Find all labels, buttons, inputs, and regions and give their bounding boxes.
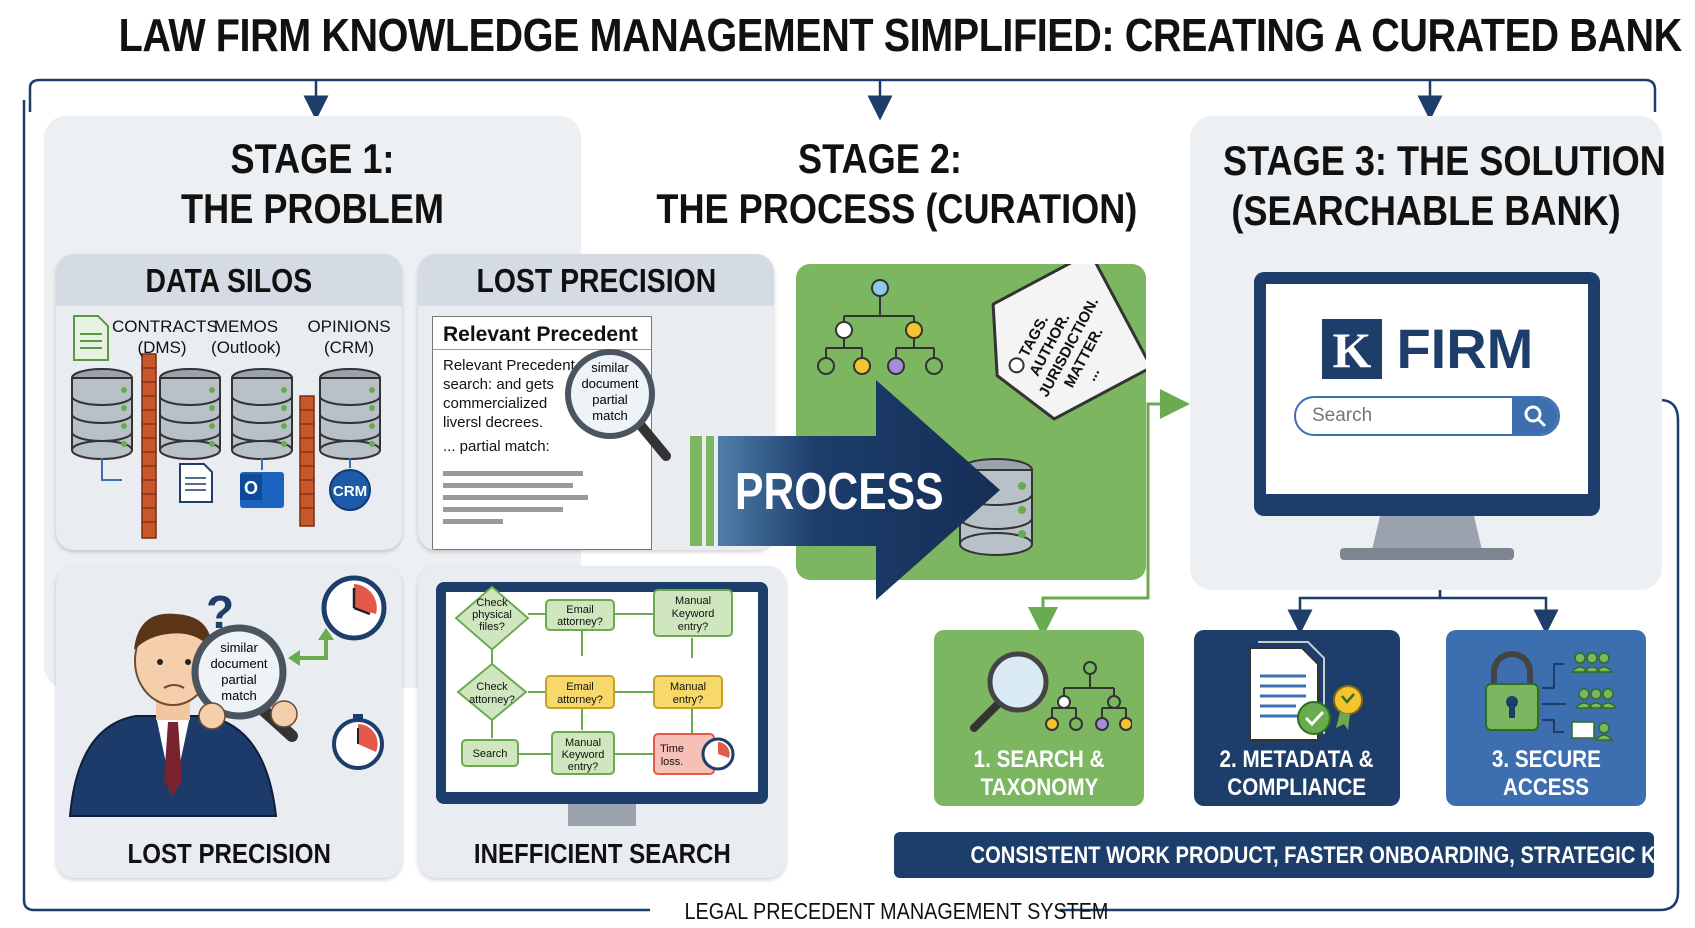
svg-text:Check: Check: [476, 681, 508, 693]
lost-precision-footer: LOST PRECISION: [127, 838, 331, 869]
crm-icon: CRM: [329, 469, 371, 511]
svg-text:document: document: [581, 376, 638, 391]
svg-text:attorney?: attorney?: [557, 694, 603, 706]
database-icon-4: [319, 368, 381, 460]
svg-text:Time: Time: [660, 743, 684, 755]
source-contracts: CONTRACTS(DMS): [112, 317, 218, 357]
svg-text:partial: partial: [592, 392, 628, 407]
svg-text:match: match: [221, 688, 256, 703]
precedent-doc-body: Relevant Precedent search: and gets comm…: [443, 357, 575, 455]
firm-logo: K FIRM: [1322, 316, 1533, 380]
page-title: LAW FIRM KNOWLEDGE MANAGEMENT SIMPLIFIED…: [118, 9, 1683, 61]
svg-text:similar: similar: [220, 640, 258, 655]
stage2-title: STAGE 2: THE PROCESS (CURATION): [656, 135, 1138, 232]
search-input[interactable]: [1310, 398, 1494, 434]
svg-text:entry?: entry?: [678, 621, 709, 633]
data-silos-header: DATA SILOS: [56, 254, 402, 306]
svg-text:files?: files?: [479, 621, 505, 633]
search-bar: [1294, 396, 1560, 436]
svg-text:document: document: [210, 656, 267, 671]
users-icon: [1570, 652, 1618, 741]
clock-icon-2: [332, 714, 384, 770]
svg-text:Email: Email: [566, 681, 594, 693]
clock-icon-1: [321, 575, 387, 641]
svg-text:attorney?: attorney?: [469, 694, 515, 706]
lost-precision-doc-card: LOST PRECISION Relevant Precedent Releva…: [418, 254, 774, 550]
feature-metadata-label: 2. METADATA & COMPLIANCE: [1219, 746, 1375, 801]
process-label: PROCESS: [735, 463, 944, 521]
check-icon: [1297, 701, 1331, 735]
database-icon-3: [231, 368, 293, 460]
stage3-title: STAGE 3: THE SOLUTION (SEARCHABLE BANK): [1223, 137, 1666, 234]
svg-text:physical: physical: [472, 609, 512, 621]
feature-secure-label: 3. SECURE ACCESS: [1491, 746, 1601, 801]
firm-logo-letter: K: [1322, 318, 1382, 379]
firm-logo-text: FIRM: [1396, 317, 1534, 380]
feature-secure-access: 3. SECURE ACCESS: [1446, 630, 1646, 806]
database-icon-2: [159, 368, 221, 460]
inefficient-search-card: Check physical files? Email attorney? Ma…: [418, 566, 786, 878]
metadata-tag-icon: [991, 264, 1146, 421]
svg-text:Email: Email: [566, 604, 594, 616]
svg-text:entry?: entry?: [568, 761, 599, 773]
svg-text:Search: Search: [473, 748, 508, 760]
outlook-icon: O: [240, 472, 284, 508]
svg-text:Keyword: Keyword: [562, 749, 605, 761]
svg-text:loss.: loss.: [661, 756, 684, 768]
feature-metadata-compliance: 2. METADATA & COMPLIANCE: [1194, 630, 1400, 806]
source-opinions: OPINIONS(CRM): [307, 317, 391, 357]
svg-text:Manual: Manual: [670, 681, 706, 693]
blurred-text: [443, 471, 588, 524]
svg-text:Manual: Manual: [675, 595, 711, 607]
lock-icon: [1491, 651, 1533, 684]
data-silos-illustration: O CRM: [71, 315, 381, 539]
search-taxonomy-icon: [970, 651, 1132, 732]
taxonomy-tree-icon: [825, 290, 935, 360]
search-icon: [1524, 405, 1546, 427]
source-memos: MEMOS(Outlook): [211, 317, 281, 357]
inefficient-search-footer: INEFFICIENT SEARCH: [473, 838, 731, 869]
svg-text:match: match: [592, 408, 627, 423]
lost-precision-header: LOST PRECISION: [418, 254, 774, 306]
svg-text:O: O: [244, 478, 258, 498]
feature-search-taxonomy: 1. SEARCH & TAXONOMY: [934, 630, 1144, 806]
brick-wall-1: [141, 353, 157, 539]
document-icon: [73, 315, 109, 361]
lost-precision-person-card: ? similar document partial match: [56, 566, 402, 878]
system-label: LEGAL PRECEDENT MANAGEMENT SYSTEM: [650, 898, 1108, 925]
database-icon-1: [71, 368, 133, 460]
compliance-document-icon: [1249, 641, 1363, 741]
brick-wall-2: [299, 395, 315, 527]
stage1-title: STAGE 1: THE PROBLEM: [181, 135, 444, 232]
svg-text:Check: Check: [476, 597, 508, 609]
feature-search-label: 1. SEARCH & TAXONOMY: [973, 746, 1105, 801]
svg-text:entry?: entry?: [673, 694, 704, 706]
svg-text:Keyword: Keyword: [672, 608, 715, 620]
svg-text:attorney?: attorney?: [557, 616, 603, 628]
inefficient-search-monitor: Check physical files? Email attorney? Ma…: [436, 582, 768, 826]
svg-text:similar: similar: [591, 360, 629, 375]
search-button[interactable]: [1512, 398, 1558, 434]
precedent-doc-title: Relevant Precedent: [433, 317, 651, 350]
file-icon: [179, 463, 213, 503]
data-silos-card: DATA SILOS: [56, 254, 402, 550]
process-arrow: [690, 380, 1000, 600]
secure-access-icon: [1485, 651, 1618, 741]
benefits-banner: CONSISTENT WORK PRODUCT, FASTER ONBOARDI…: [894, 832, 1654, 878]
svg-text:partial: partial: [221, 672, 257, 687]
confused-lawyer-illustration: ? similar document partial match: [68, 575, 387, 817]
crm-badge-text: CRM: [333, 483, 367, 500]
magnifier-icon: similar document partial match: [565, 349, 671, 461]
svg-text:Manual: Manual: [565, 737, 601, 749]
